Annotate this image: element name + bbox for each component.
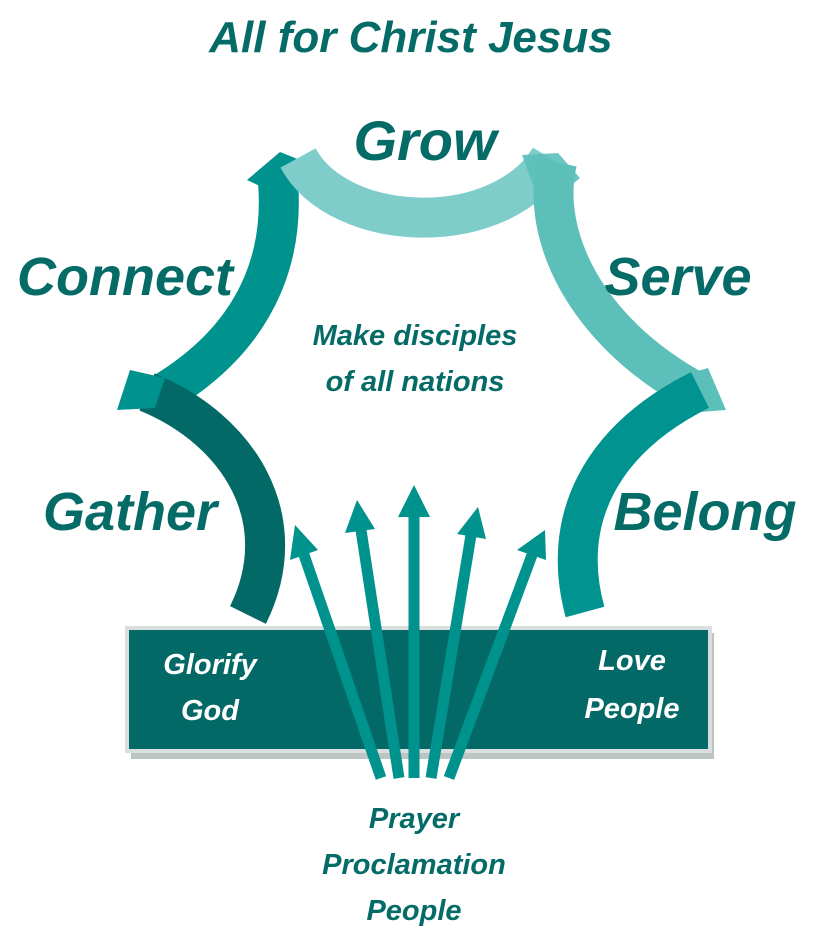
foundation-line2: Proclamation: [322, 849, 506, 881]
arc-ring: [117, 146, 726, 624]
arrow-5-shaft: [443, 553, 538, 780]
arc-serve-tip-top: [522, 153, 580, 210]
center-text-line2: of all nations: [326, 366, 505, 398]
label-belong: Belong: [614, 482, 797, 542]
center-text-line1: Make disciples: [313, 320, 518, 352]
label-grow: Grow: [353, 109, 500, 172]
arrow-1-shaft: [297, 550, 387, 780]
base-right-line2: People: [584, 693, 679, 725]
foundation-line3: People: [366, 895, 461, 927]
base-left-line1: Glorify: [163, 649, 258, 681]
arc-gather: [139, 373, 285, 624]
arrow-5-head: [517, 530, 546, 560]
arrow-2-head: [345, 500, 375, 533]
arrow-3-head: [398, 485, 430, 517]
base-left-line2: God: [181, 695, 240, 727]
label-serve: Serve: [604, 247, 751, 307]
arc-grow: [280, 146, 568, 238]
base-bar: Glorify God Love People: [125, 626, 714, 759]
arc-connect-tip-top: [247, 152, 300, 200]
arc-gather-tip-left: [117, 370, 165, 410]
arrow-fan: [290, 485, 546, 780]
label-connect: Connect: [17, 247, 235, 307]
arrow-1-head: [290, 525, 318, 560]
label-gather: Gather: [43, 482, 220, 542]
arc-belong: [557, 372, 710, 618]
arrow-4-shaft: [425, 534, 477, 779]
base-right-line1: Love: [598, 645, 666, 677]
diagram-title: All for Christ Jesus: [208, 13, 612, 62]
arrow-4-head: [457, 507, 486, 539]
arrow-2-shaft: [355, 529, 405, 779]
foundation-line1: Prayer: [369, 803, 461, 835]
arc-connect: [149, 169, 299, 413]
